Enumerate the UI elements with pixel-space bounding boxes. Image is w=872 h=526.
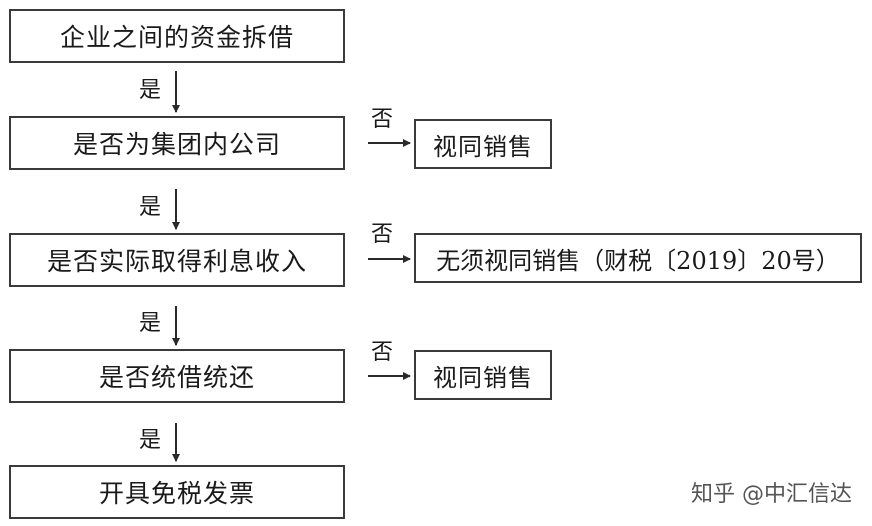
no-label-2: 否 (371, 222, 394, 247)
step-interest-income-label: 是否实际取得利息收入 (46, 247, 307, 276)
no-result-3-label: 视同销售 (433, 363, 533, 392)
step-interest-income-box: 是否实际取得利息收入 (9, 233, 345, 287)
step-start-label: 企业之间的资金拆借 (59, 23, 294, 52)
step-unified-borrowing-box: 是否统借统还 (9, 349, 345, 403)
yes-label-2: 是 (139, 195, 162, 220)
yes-label-1: 是 (139, 78, 162, 103)
yes-label-4: 是 (139, 428, 162, 453)
no-result-1-label: 视同销售 (433, 132, 533, 161)
no-label-1: 否 (371, 107, 394, 132)
step-group-company-box: 是否为集团内公司 (9, 116, 345, 170)
no-result-2-label: 无须视同销售（财税〔2019〕20号） (436, 246, 840, 275)
yes-label-3: 是 (139, 311, 162, 336)
step-exempt-invoice-box: 开具免税发票 (9, 465, 345, 519)
no-label-3: 否 (371, 340, 394, 365)
watermark: 知乎 @中汇信达 (691, 482, 852, 507)
no-result-1-box: 视同销售 (414, 119, 552, 169)
step-group-company-label: 是否为集团内公司 (72, 130, 281, 159)
no-result-2-box: 无须视同销售（财税〔2019〕20号） (414, 233, 862, 283)
no-result-3-box: 视同销售 (414, 350, 552, 400)
step-exempt-invoice-label: 开具免税发票 (98, 479, 255, 508)
step-start-box: 企业之间的资金拆借 (9, 9, 345, 63)
step-unified-borrowing-label: 是否统借统还 (98, 363, 255, 392)
